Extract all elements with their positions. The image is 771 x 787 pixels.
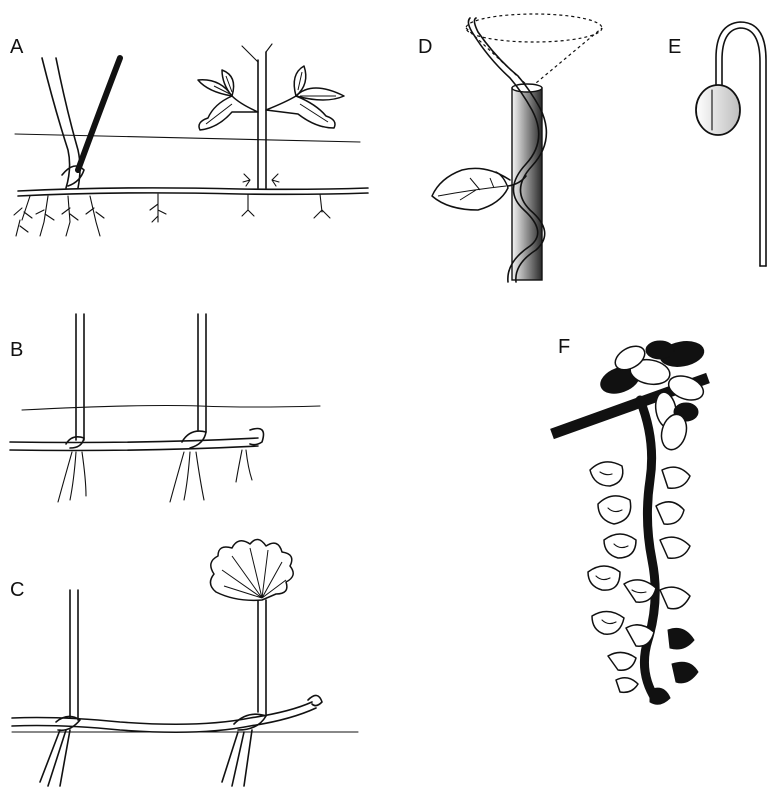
panel-c-lobed-leaf xyxy=(210,539,293,600)
panel-a-leaf-left xyxy=(198,70,258,130)
panel-e-seed-head xyxy=(696,85,740,135)
panel-b-upright-left xyxy=(76,314,84,440)
panel-a-roots-mid xyxy=(150,194,330,222)
panel-a-stem-rootlets xyxy=(243,174,279,186)
panel-e: E xyxy=(668,22,766,266)
panel-a-support-stem xyxy=(78,58,120,170)
panel-e-tendril-stalk xyxy=(716,22,766,266)
panel-a-roots-left xyxy=(14,196,104,236)
panel-c-label: C xyxy=(10,579,24,601)
panel-a-ground-line xyxy=(15,134,360,142)
panel-d-sweep-cone xyxy=(466,28,602,88)
panel-a-leaf-right xyxy=(266,66,344,128)
panel-b-upright-right xyxy=(198,314,206,432)
panel-a-label: A xyxy=(10,36,24,58)
panel-f-label: F xyxy=(558,336,570,358)
panel-f: F xyxy=(552,336,708,704)
panel-b-ground-line xyxy=(22,406,320,411)
panel-c-upright-left xyxy=(70,590,78,720)
panel-c: C xyxy=(10,539,358,786)
panel-b-roots xyxy=(58,450,252,502)
panel-a-stolon xyxy=(18,188,368,191)
panel-d: D xyxy=(418,14,602,282)
panel-f-pendant-stem xyxy=(640,400,656,700)
panel-b: B xyxy=(10,314,320,502)
panel-b-stolon xyxy=(10,438,258,443)
panel-a-twining-stem xyxy=(42,58,70,188)
panel-a: A xyxy=(10,36,368,236)
panel-b-label: B xyxy=(10,339,23,361)
panel-d-label: D xyxy=(418,36,432,58)
panel-c-upright-right xyxy=(258,600,266,714)
panel-e-label: E xyxy=(668,36,681,58)
panel-d-sweep-ellipse xyxy=(466,14,602,42)
